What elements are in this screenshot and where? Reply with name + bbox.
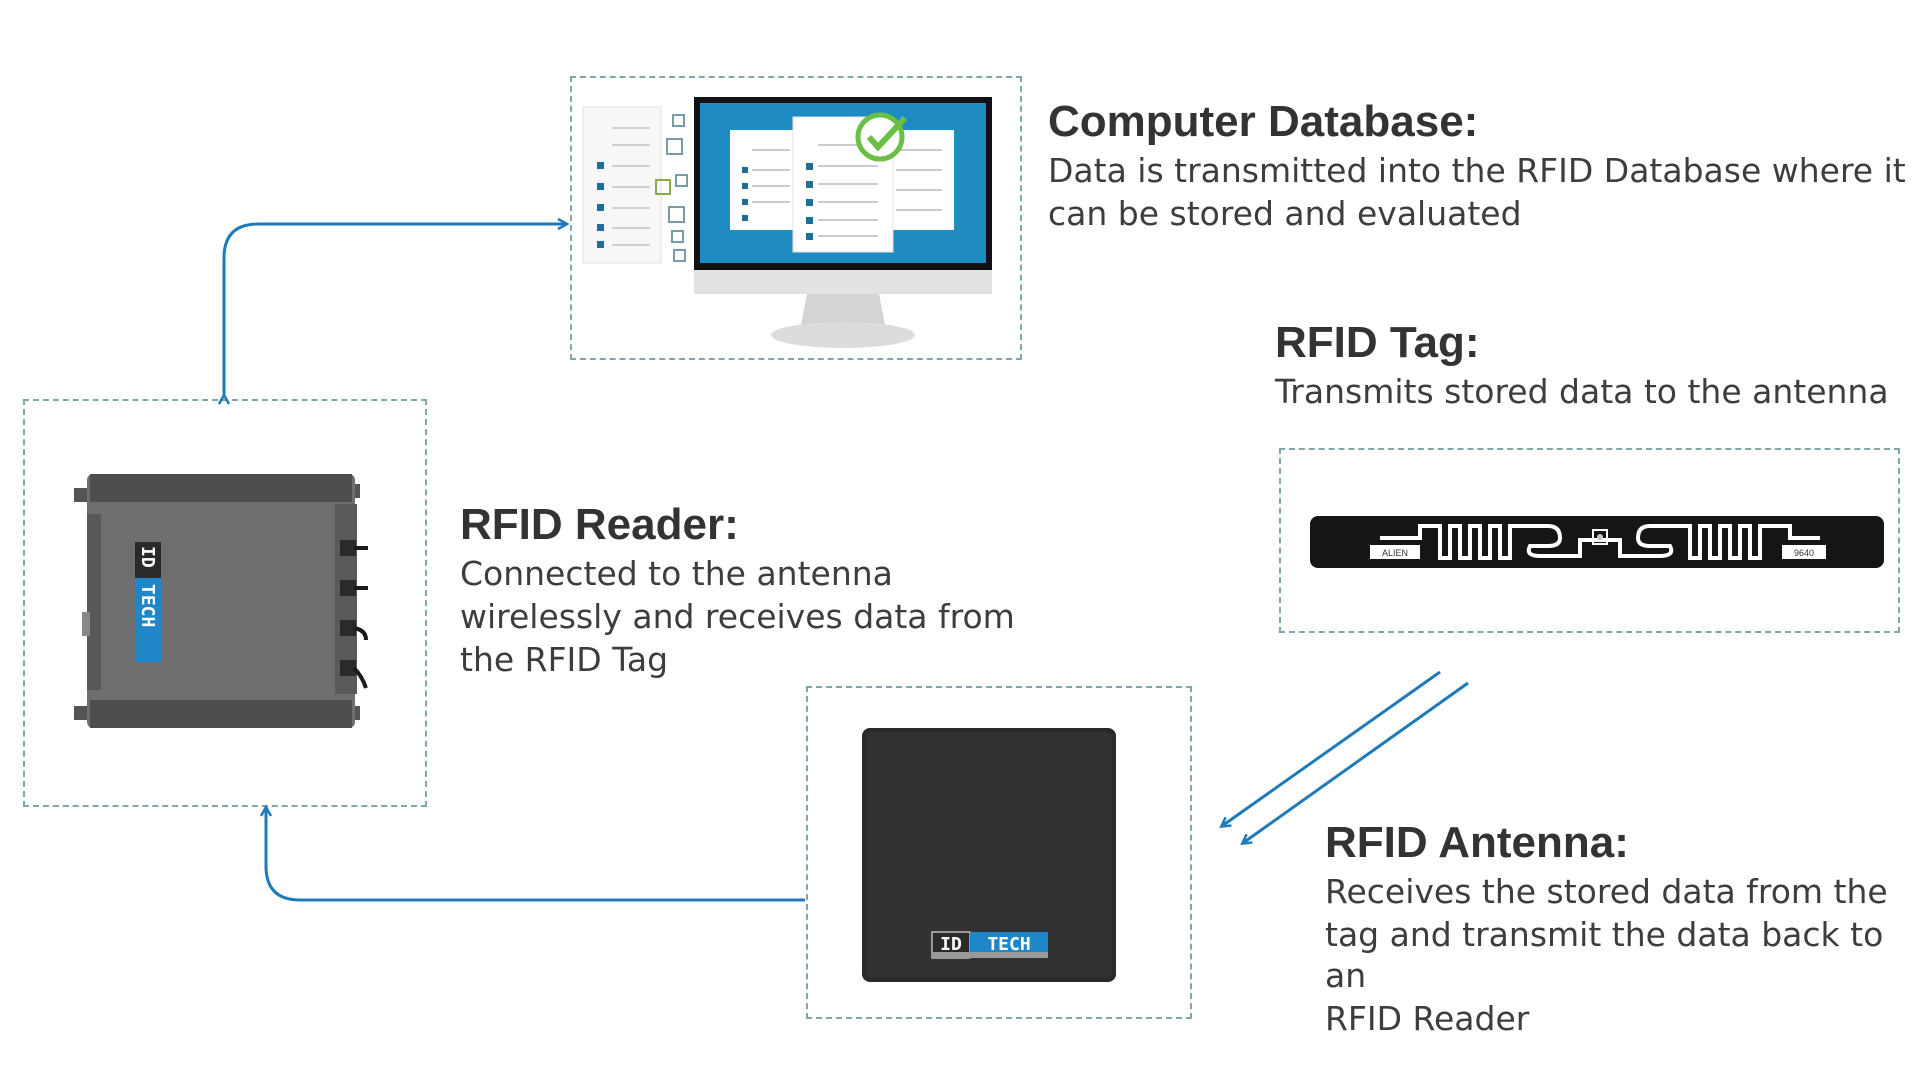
arrow-reader-database bbox=[224, 224, 566, 396]
reader-logo-id: ID bbox=[137, 546, 158, 568]
reader-desc-line2: wirelessly and receives data from bbox=[460, 596, 1015, 636]
reader-desc-line3: the RFID Tag bbox=[460, 639, 669, 679]
database-desc-line1: Data is transmitted into the RFID Databa… bbox=[1048, 150, 1906, 190]
tag-right-label: 9640 bbox=[1794, 548, 1814, 558]
tag-text-block: RFID Tag: Transmits stored data to the a… bbox=[1275, 318, 1889, 412]
database-title: Computer Database: bbox=[1048, 97, 1479, 146]
tag-desc-line1: Transmits stored data to the antenna bbox=[1275, 371, 1889, 411]
tag-title: RFID Tag: bbox=[1275, 318, 1480, 367]
reader-desc-line1: Connected to the antenna bbox=[460, 553, 893, 593]
reader-title: RFID Reader: bbox=[460, 500, 739, 549]
rfid-antenna-panel-icon: ID TECH bbox=[862, 728, 1116, 982]
monitor-checklist-icon bbox=[582, 97, 992, 348]
antenna-logo-tech: TECH bbox=[987, 934, 1030, 955]
rfid-reader-device-icon: ID TECH bbox=[74, 474, 368, 728]
antenna-desc-line1: Receives the stored data from the bbox=[1325, 871, 1888, 911]
antenna-logo-id: ID bbox=[940, 934, 962, 955]
antenna-title: RFID Antenna: bbox=[1325, 818, 1629, 867]
rfid-tag-inlay-icon: ALIEN 9640 bbox=[1310, 516, 1884, 568]
database-desc-line2: can be stored and evaluated bbox=[1048, 193, 1522, 233]
antenna-desc-line3: RFID Reader bbox=[1325, 998, 1530, 1038]
antenna-desc-line2: tag and transmit the data back to an bbox=[1325, 914, 1884, 995]
antenna-text-block: RFID Antenna: Receives the stored data f… bbox=[1325, 818, 1920, 1039]
database-text-block: Computer Database: Data is transmitted i… bbox=[1048, 97, 1906, 234]
arrow-tag-antenna-2 bbox=[1243, 681, 1469, 843]
arrow-antenna-reader bbox=[266, 808, 805, 902]
arrow-tag-antenna-1 bbox=[1222, 670, 1441, 826]
reader-text-block: RFID Reader: Connected to the antenna wi… bbox=[460, 500, 1015, 680]
reader-logo-tech: TECH bbox=[137, 584, 158, 627]
tag-left-label: ALIEN bbox=[1382, 548, 1408, 558]
